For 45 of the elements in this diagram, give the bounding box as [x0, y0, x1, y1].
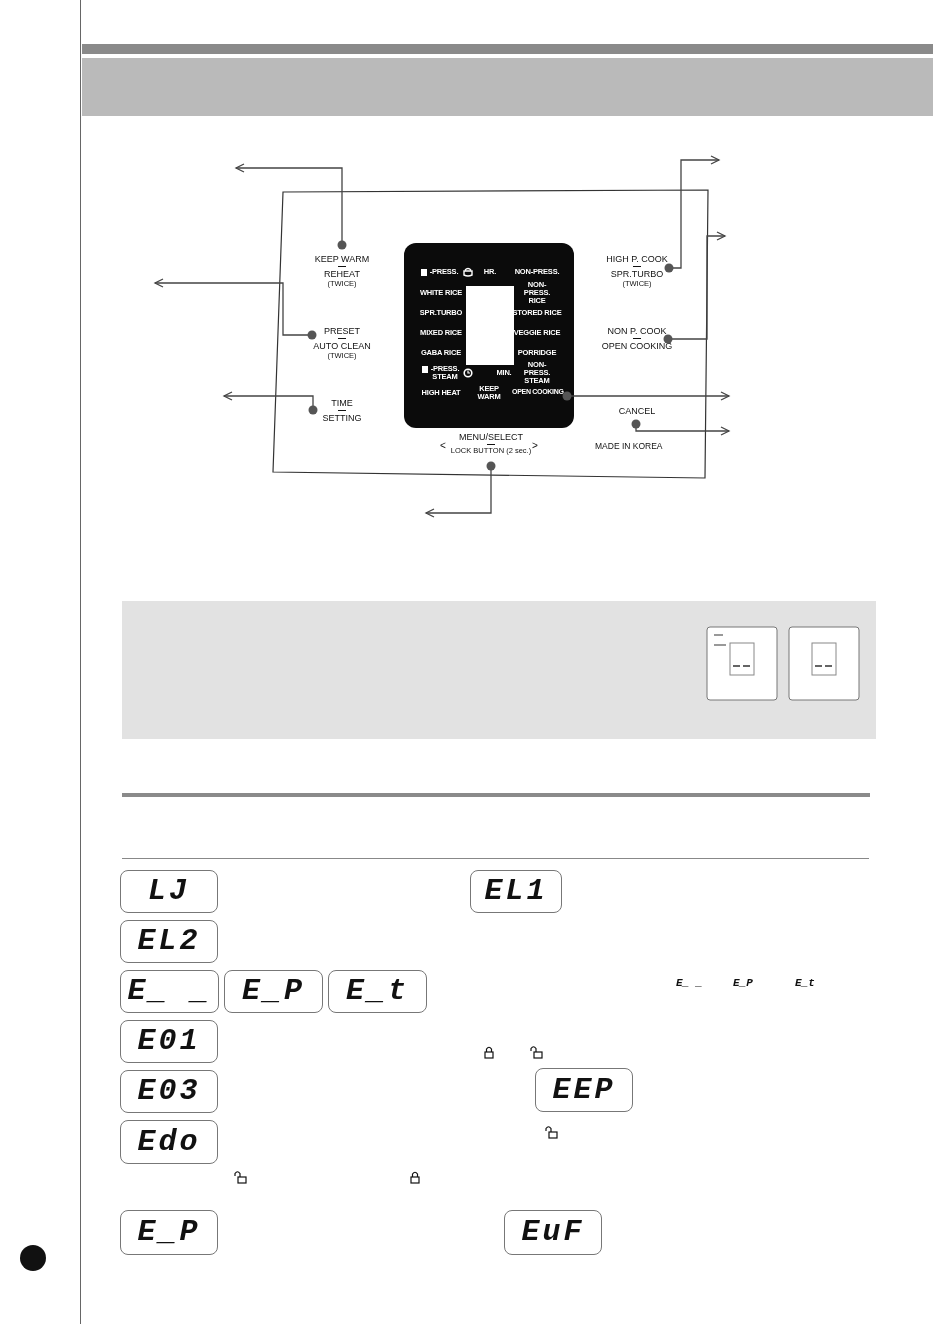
node-box [633, 266, 641, 268]
error-code-reference: E_P [733, 977, 753, 989]
control-label: SETTING [322, 413, 362, 424]
control-label: NON P. COOK [607, 326, 667, 337]
error-code-reference: E_ _ [676, 977, 703, 989]
error-code-display: EuF [504, 1210, 602, 1255]
control-label: PRESET [324, 326, 360, 337]
error-code-display: E_P [120, 1210, 218, 1255]
leader-line [631, 419, 730, 436]
leader-line [154, 278, 317, 340]
error-code-display: E_t [328, 970, 427, 1013]
scroll-arrow-sign: < [440, 440, 446, 451]
error-code-display: E_P [224, 970, 323, 1013]
leader-line [664, 155, 720, 273]
leader-line [562, 391, 730, 401]
control-label: AUTO CLEAN [313, 341, 371, 352]
control-label: SPR.TURBO [610, 269, 664, 280]
node-box [338, 266, 346, 268]
node-box [633, 338, 641, 340]
error-code-reference: E_t [795, 977, 815, 989]
control-label: HIGH P. COOK [606, 254, 668, 265]
node-box [338, 338, 346, 340]
lcd-display [404, 243, 574, 428]
origin-note: MADE IN KOREA [595, 441, 663, 451]
leader-line [235, 163, 347, 250]
error-code-display: EL2 [120, 920, 218, 963]
leader-line [425, 461, 496, 518]
error-code-display: LJ [120, 870, 218, 913]
node-box [338, 410, 346, 412]
leader-line [663, 231, 726, 344]
error-code-display: E01 [120, 1020, 218, 1063]
error-code-display: EL1 [470, 870, 562, 913]
control-label: TIME [331, 398, 353, 409]
leader-line [223, 391, 318, 415]
error-code-display: EEP [535, 1068, 633, 1112]
error-code-display: E_ _ [120, 970, 219, 1013]
control-label: REHEAT [324, 269, 360, 280]
control-label: CANCEL [618, 406, 656, 417]
scroll-arrow-sign: > [532, 440, 538, 451]
error-code-display: E03 [120, 1070, 218, 1113]
node-box [487, 444, 495, 446]
error-code-display: Edo [120, 1120, 218, 1164]
control-label: MENU/SELECT [459, 432, 523, 443]
control-label: KEEP WARM [314, 254, 370, 265]
control-label: OPEN COOKING [601, 341, 673, 352]
